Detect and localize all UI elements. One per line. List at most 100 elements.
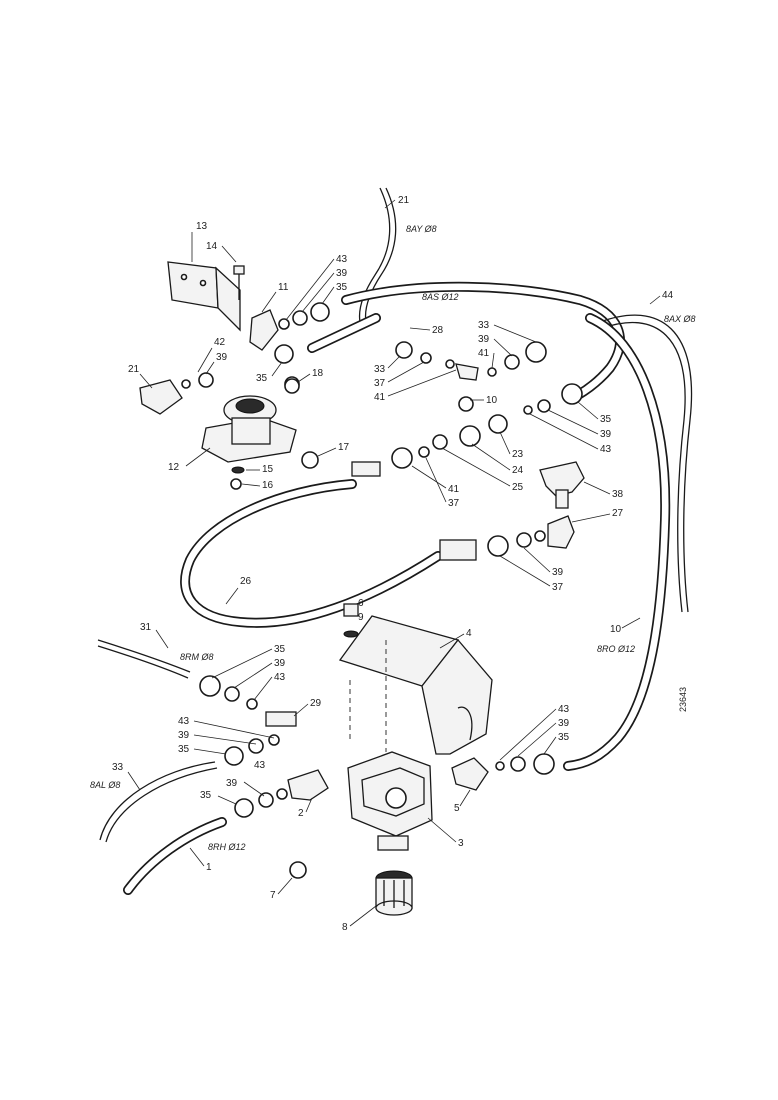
callout-21: 21: [128, 364, 140, 375]
callout-6: 6: [358, 598, 364, 609]
valve-12: [201, 395, 297, 463]
hose-label-30: 8RM Ø8: [180, 652, 214, 662]
hose-1: [123, 817, 227, 895]
callout-38-left2: 39: [226, 778, 238, 789]
callout-38-right2: 39: [600, 429, 612, 440]
callout-24: 24: [512, 465, 524, 476]
callout-39: 41: [448, 484, 460, 495]
callout-36-mid: 37: [374, 378, 386, 389]
reference-number: 23643: [678, 687, 688, 712]
hose-label-31: 8AL Ø8: [90, 780, 120, 790]
hose-label-44: 8AX Ø8: [664, 314, 696, 324]
callout-31: 33: [112, 762, 124, 773]
callout-11: 11: [278, 282, 289, 293]
callout-27: 27: [612, 508, 624, 519]
callout-40-mid: 41: [374, 392, 386, 403]
callout-4: 4: [466, 628, 472, 639]
callout-7: 7: [270, 890, 276, 901]
callout-8: 8: [342, 922, 348, 933]
hose-30: [97, 639, 191, 679]
callout-34-left2: 35: [200, 790, 212, 801]
bolt-14: [233, 265, 245, 300]
callout-35: 37: [448, 498, 460, 509]
callout-3: 3: [458, 838, 464, 849]
nut-6-9: [343, 603, 359, 638]
callout-38-top: 39: [336, 268, 348, 279]
callout-37-top: 39: [274, 658, 286, 669]
callout-38-tee: 39: [552, 567, 564, 578]
callout-29: 29: [310, 698, 322, 709]
fitting-21: [139, 372, 214, 415]
callout-42-lower: 43: [558, 704, 570, 715]
callout-5: 5: [454, 803, 460, 814]
fitting-36: [539, 461, 585, 509]
hose-44: [599, 314, 693, 613]
callout-33-top: 35: [274, 644, 286, 655]
callout-34-left: 35: [256, 373, 268, 384]
callout-15: 15: [262, 464, 274, 475]
hose-28-short: [307, 313, 381, 353]
callout-42-left: 43: [254, 760, 266, 771]
hose-31: [99, 761, 218, 843]
hose-20: [358, 187, 397, 323]
bracket-13: [167, 261, 241, 332]
callout-18: 18: [312, 368, 324, 379]
callout-34-top: 35: [336, 282, 348, 293]
callout-34-right: 35: [600, 414, 612, 425]
callout-43: 42: [214, 337, 226, 348]
callout-37-left: 39: [178, 730, 190, 741]
callout-38-left: 39: [216, 352, 228, 363]
callout-38-lower: 39: [558, 718, 570, 729]
hose-label-20: 8AY Ø8: [406, 224, 437, 234]
hose-label-1: 8RH Ø12: [208, 842, 246, 852]
callout-labels: 21 13 14 11 43 39 35 28 44 42 39 21 35 1…: [112, 195, 674, 933]
fitting-chain-middle: [351, 341, 583, 477]
callout-41-left: 43: [178, 716, 190, 727]
small-parts-15-18: [230, 378, 319, 490]
callout-32-mid: 33: [374, 364, 386, 375]
valve-3: [347, 751, 433, 851]
callout-10: 10: [610, 624, 622, 635]
callout-41-top: 43: [274, 672, 286, 683]
nut-7: [289, 861, 307, 879]
filter-8: [375, 870, 413, 916]
hose-10: [563, 313, 671, 771]
hose-label-10: 8RO Ø12: [597, 644, 635, 654]
callout-26: 26: [240, 576, 252, 587]
bracket-4: [338, 615, 493, 755]
elbow-11: [249, 309, 279, 351]
callout-42-right: 43: [600, 444, 612, 455]
fitting-set-lower-left: [199, 675, 329, 818]
tee-27: [439, 515, 575, 561]
callout-17: 17: [338, 442, 350, 453]
hose-26: [180, 479, 443, 628]
callout-2: 2: [298, 808, 304, 819]
callout-42-top: 43: [336, 254, 348, 265]
hose-label-28: 8AS Ø12: [422, 292, 459, 302]
callout-28: 28: [432, 325, 444, 336]
hose-28: [341, 281, 625, 400]
callout-35-tee: 37: [552, 582, 564, 593]
callout-14: 14: [206, 241, 218, 252]
callout-13: 13: [196, 221, 208, 232]
callout-23: 23: [512, 449, 524, 460]
callout-40-right: 41: [478, 348, 490, 359]
callout-1: 1: [206, 862, 212, 873]
callout-32-right: 33: [478, 320, 490, 331]
callout-36: 38: [612, 489, 624, 500]
callout-30: 31: [140, 622, 152, 633]
callout-16: 16: [262, 480, 274, 491]
callout-10-mid: 10: [486, 395, 498, 406]
callout-9: 9: [358, 612, 364, 623]
callout-33-left: 35: [178, 744, 190, 755]
callout-20: 21: [398, 195, 410, 206]
fitting-set-lower-right: [451, 753, 555, 791]
callout-34-lower: 35: [558, 732, 570, 743]
callout-44: 44: [662, 290, 674, 301]
callout-12: 12: [168, 462, 180, 473]
callout-38-right: 39: [478, 334, 490, 345]
callout-25: 25: [512, 482, 524, 493]
hose-labels: 8AY Ø8 8AS Ø12 8AX Ø8 8RO Ø12 8RM Ø8 8AL…: [90, 224, 696, 852]
